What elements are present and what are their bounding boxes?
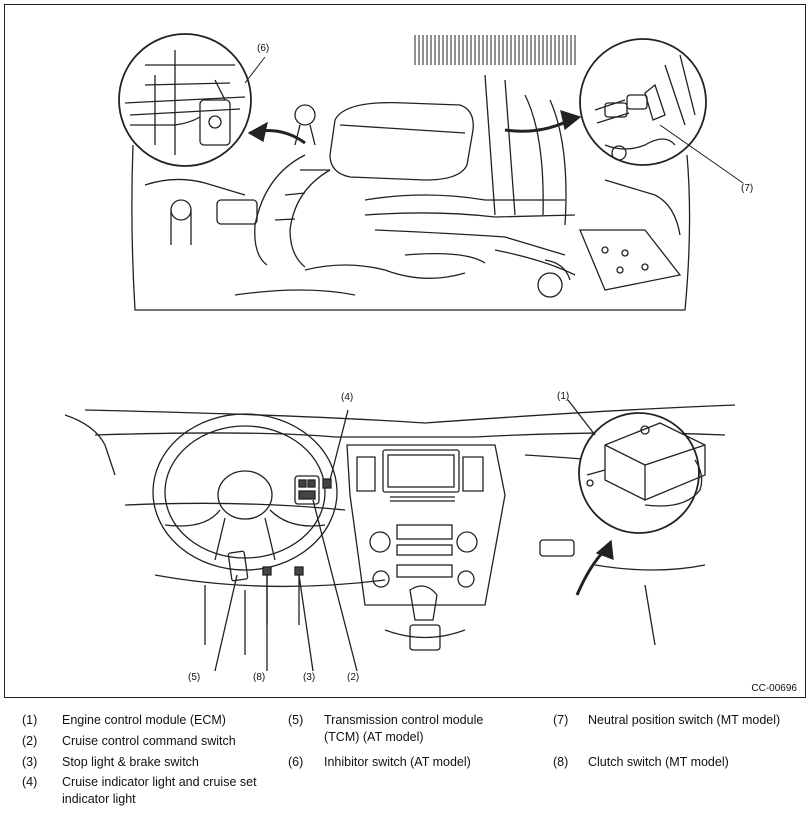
callout-1: (1) — [557, 391, 570, 402]
legend-text: Engine control module (ECM) — [62, 713, 226, 727]
callout-7: (7) — [741, 183, 754, 194]
legend-text: Stop light & brake switch — [62, 755, 199, 769]
figure-code: CC-00696 — [751, 683, 797, 694]
callout-6: (6) — [257, 43, 270, 54]
callout-3: (3) — [303, 672, 316, 683]
dashboard-illustration — [64, 399, 736, 672]
legend-num: (3) — [22, 755, 38, 769]
inhibitor-switch-detail — [118, 33, 306, 167]
legend-text: Clutch switch (MT model) — [588, 755, 729, 769]
legend-text: Cruise indicator light and cruise set in… — [62, 775, 257, 806]
callout-4: (4) — [341, 392, 354, 403]
diagram-figure: (6) (7) (4) (1) (5) (8) (3) (2) CC-00696 — [4, 4, 806, 698]
diagram-drawing — [64, 33, 744, 672]
legend-num: (7) — [553, 713, 569, 727]
engine-bay-illustration — [131, 35, 691, 311]
legend-text: Transmission control module (TCM) (AT mo… — [324, 713, 484, 744]
legend-text: Cruise control command switch — [62, 734, 236, 748]
legend-num: (2) — [22, 734, 38, 748]
legend-num: (6) — [288, 755, 304, 769]
legend-text: Inhibitor switch (AT model) — [324, 755, 471, 769]
legend-num: (8) — [553, 755, 569, 769]
legend-num: (1) — [22, 713, 38, 727]
callout-8: (8) — [253, 672, 266, 683]
legend-num: (5) — [288, 713, 304, 727]
legend-text: Neutral position switch (MT model) — [588, 713, 781, 727]
neutral-position-switch-detail — [504, 38, 707, 166]
legend-num: (4) — [22, 775, 38, 789]
legend: (1) Engine control module (ECM) (2) Crui… — [0, 708, 812, 815]
callout-5: (5) — [188, 672, 201, 683]
callout-2: (2) — [347, 672, 360, 683]
